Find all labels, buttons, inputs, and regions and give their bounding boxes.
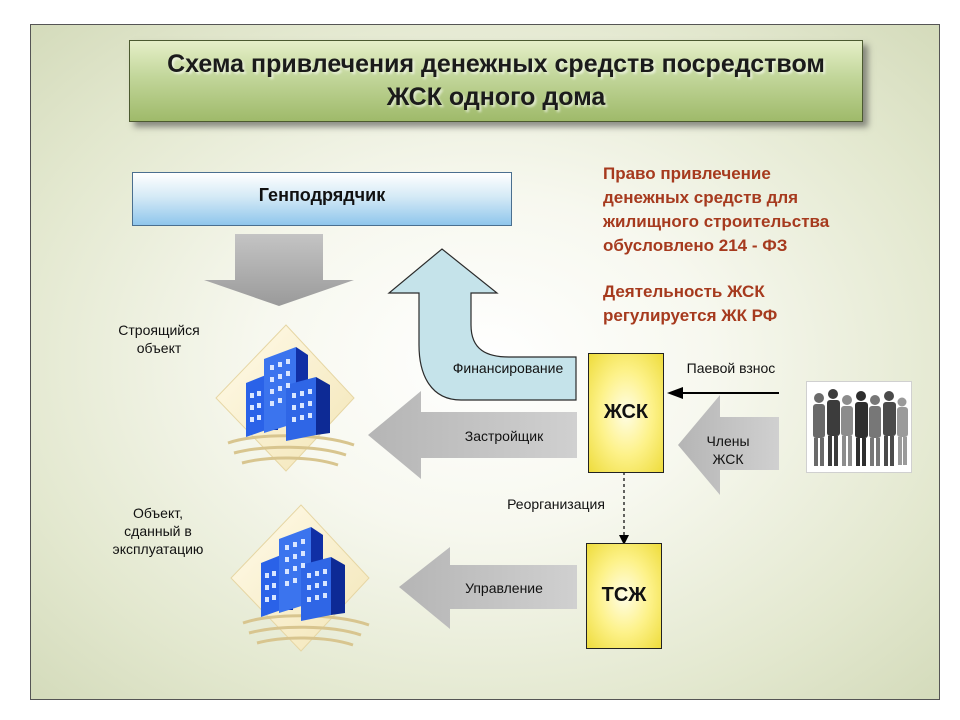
management-label: Управление <box>465 580 543 596</box>
financing-label: Финансирование <box>452 360 564 376</box>
commissioned-label: Объект, сданный в эксплуатацию <box>112 505 204 557</box>
general-contractor-label: Генподрядчик <box>258 185 386 205</box>
reorganization-label: Реорганизация <box>507 496 605 512</box>
building-icon <box>230 504 370 652</box>
members-arrow <box>678 395 779 495</box>
developer-arrow <box>368 391 577 479</box>
developer-label: Застройщик <box>464 428 544 444</box>
under-construction-label: Строящийся объект <box>118 322 200 356</box>
tszh-label: ТСЖ <box>601 584 647 606</box>
zhsk-box: ЖСК <box>588 353 664 473</box>
tszh-box: ТСЖ <box>586 543 662 649</box>
title-banner: Схема привлечения денежных средств посре… <box>129 40 863 122</box>
members-label: Члены ЖСК <box>706 433 750 467</box>
building-icon <box>215 324 355 472</box>
note-zhk-rf: Деятельность ЖСК регулируется ЖК РФ <box>603 282 778 325</box>
general-contractor-box: Генподрядчик <box>132 172 512 226</box>
share-contribution-label: Паевой взнос <box>686 360 776 376</box>
diagram-shapes <box>204 234 779 652</box>
slide-frame: Схема привлечения денежных средств посре… <box>30 24 940 700</box>
reorganization-arrowhead <box>619 535 629 545</box>
management-arrow <box>399 547 577 629</box>
share-contribution-arrowhead <box>667 387 683 399</box>
zhsk-label: ЖСК <box>603 401 649 423</box>
down-arrow <box>204 234 354 306</box>
financing-arrow <box>387 248 577 401</box>
page-title: Схема привлечения денежных средств посре… <box>167 50 825 111</box>
note-law-214: Право привлечение денежных средств для ж… <box>603 164 830 255</box>
people-icon <box>806 381 912 473</box>
